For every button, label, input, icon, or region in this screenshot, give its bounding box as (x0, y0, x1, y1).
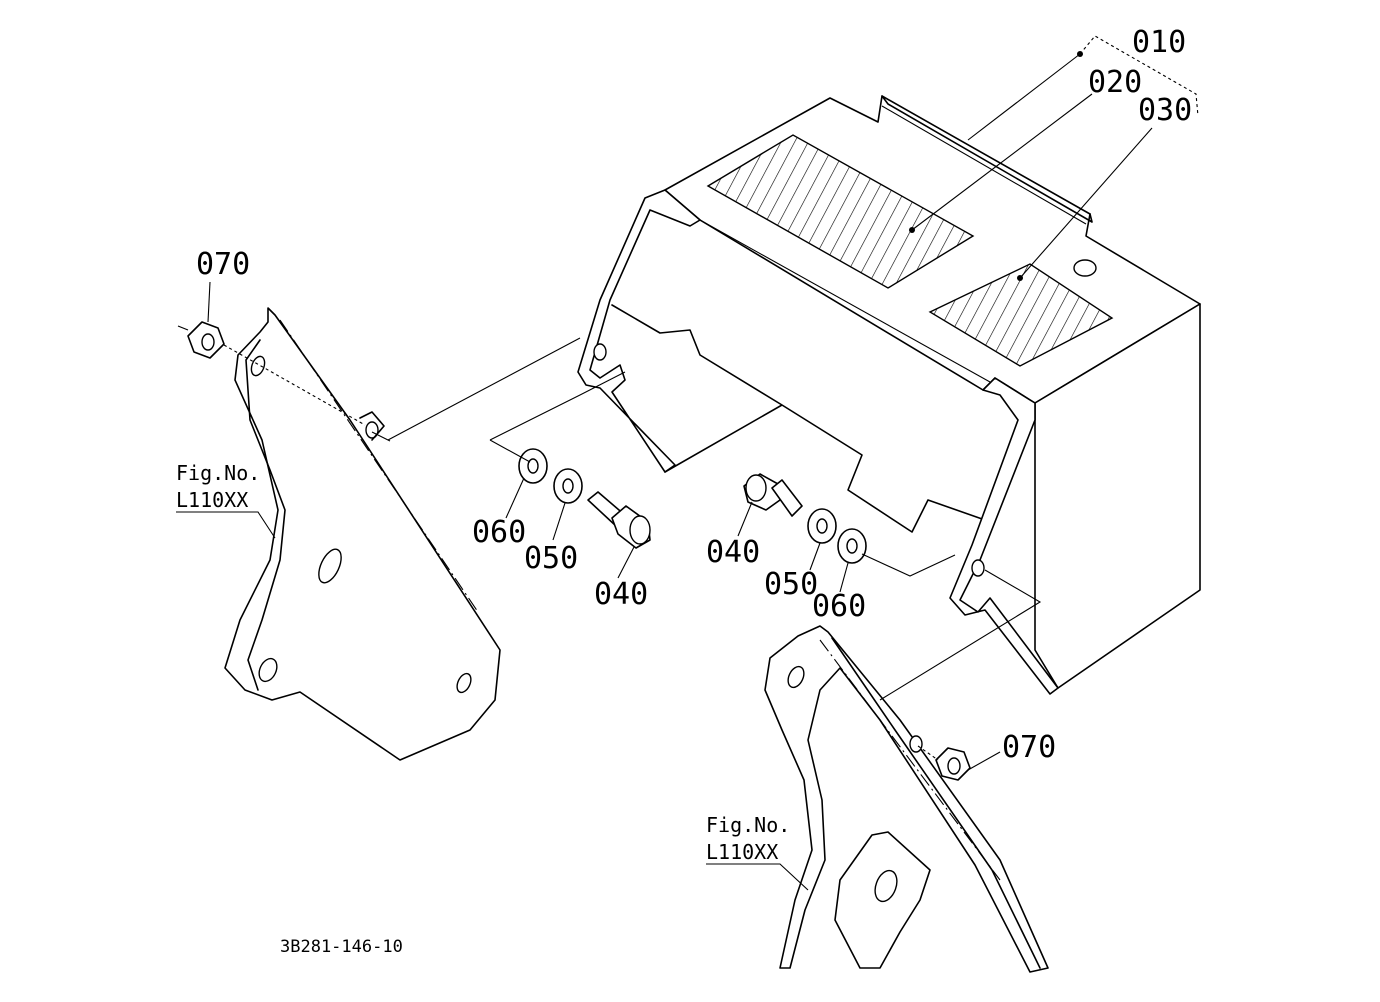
lockwasher-050-right (807, 508, 837, 544)
drawing-id: 3B281-146-10 (280, 937, 403, 957)
fig-ref-left-line2: L110XX (176, 488, 248, 512)
fig-ref-right-line1: Fig.No. (706, 813, 790, 837)
nut-070-right (917, 745, 971, 781)
callout-060-right: 060 (812, 589, 866, 624)
callout-010: 010 (1132, 25, 1186, 60)
label-decal-020 (706, 134, 975, 289)
right-mount-bracket (764, 625, 1049, 973)
leader-lines (176, 35, 1199, 891)
lockwasher-050-left (553, 468, 583, 504)
callout-labels: 010 020 030 070 060 050 040 040 050 060 … (176, 25, 1192, 957)
callout-050-right: 050 (764, 567, 818, 602)
fig-ref-right-line2: L110XX (706, 840, 778, 864)
bolt-040-left (587, 491, 651, 549)
callout-020: 020 (1088, 65, 1142, 100)
fig-ref-left-line1: Fig.No. (176, 461, 260, 485)
callout-070-left: 070 (196, 247, 250, 282)
bolt-040-right (743, 473, 803, 517)
callout-060-left: 060 (472, 515, 526, 550)
nut-070-left (177, 321, 366, 426)
cover-assembly (577, 95, 1201, 695)
washer-060-right (837, 528, 867, 564)
cover-left-bracket (577, 189, 701, 473)
cover-hole (1073, 259, 1097, 277)
cover-front-face (1034, 303, 1201, 689)
assembly-lines (371, 337, 1042, 701)
cover-rear-flange (881, 95, 1093, 223)
callout-070-right: 070 (1002, 730, 1056, 765)
left-mount-bracket (224, 307, 501, 761)
cover-underside (611, 304, 986, 533)
cover-right-bracket (949, 377, 1059, 695)
callout-040-left: 040 (594, 577, 648, 612)
callout-050-left: 050 (524, 541, 578, 576)
washer-060-left (518, 448, 548, 484)
label-decal-030 (928, 263, 1114, 367)
callout-030: 030 (1138, 93, 1192, 128)
callout-040-right: 040 (706, 535, 760, 570)
